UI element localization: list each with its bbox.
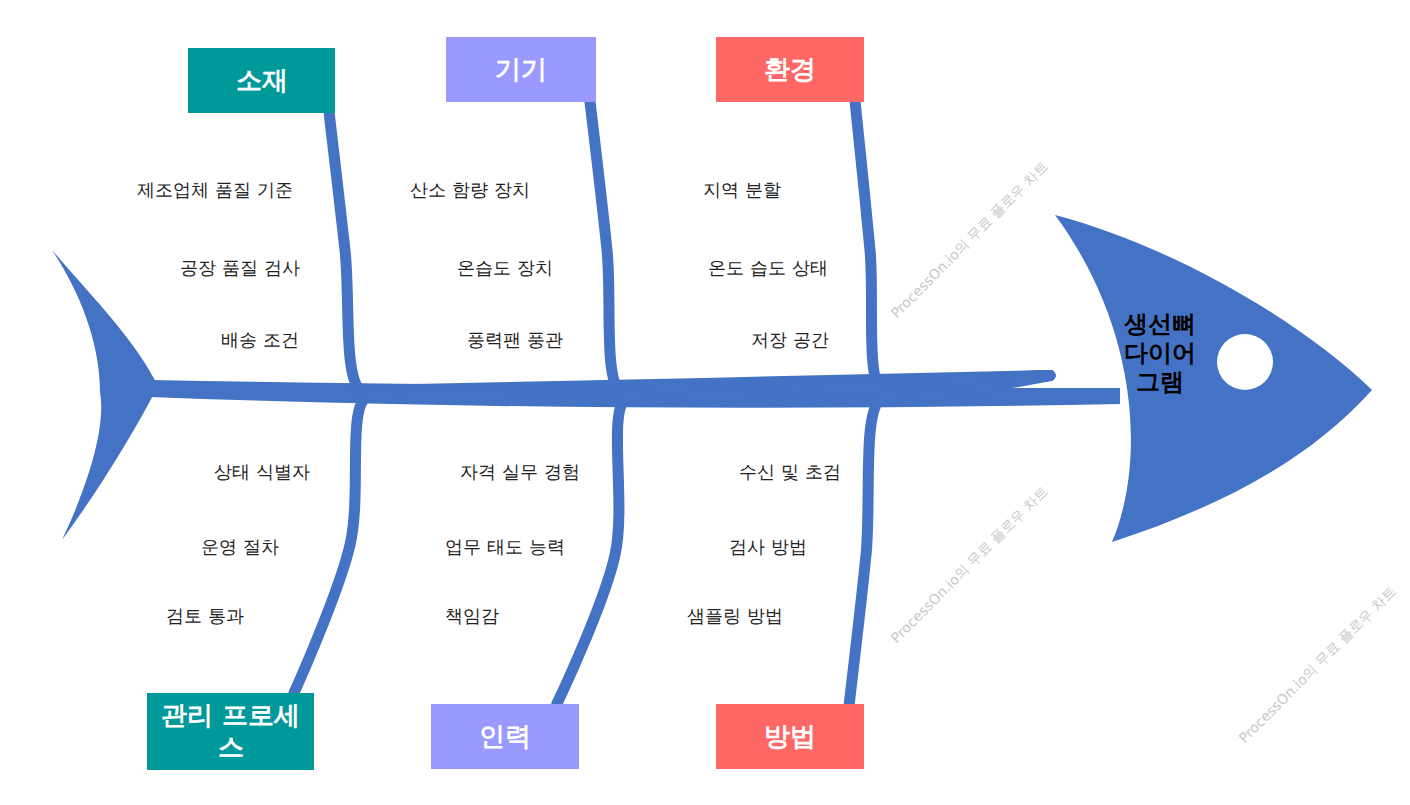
cause-label: 제조업체 품질 기준 [128, 179, 303, 201]
category-name: 환경 [764, 54, 816, 85]
cause-label: 온습도 장치 [457, 257, 553, 279]
watermark: ProcessOn.io의 무료 플로우 차트 [888, 158, 1053, 323]
fish-bone [294, 376, 1050, 694]
fish-bone [849, 376, 1050, 705]
fish-eye [1217, 334, 1273, 390]
cause-label: 풍력팬 풍관 [467, 329, 563, 351]
cause-label: 검사 방법 [729, 536, 807, 558]
cause-label: 책임감 [445, 605, 499, 627]
cause-label: 배송 조건 [221, 329, 299, 351]
cause-label: 온도 습도 상태 [708, 257, 827, 279]
category-name: 인력 [479, 721, 531, 752]
category-box: 환경 [716, 37, 864, 102]
fish-bone [590, 102, 1050, 395]
cause-label: 저장 공간 [751, 329, 829, 351]
fish-bone [557, 376, 1050, 705]
category-box: 기기 [446, 37, 596, 102]
cause-label: 업무 태도 능력 [445, 536, 564, 558]
fish-tail [52, 250, 158, 540]
fish-head-outline [1050, 210, 1375, 545]
cause-label: 검토 통과 [166, 605, 244, 627]
cause-label: 지역 분할 [703, 179, 781, 201]
category-name: 소재 [236, 65, 288, 96]
category-name: 관리 프로세스 [155, 700, 306, 762]
watermark: ProcessOn.io의 무료 플로우 차트 [888, 483, 1053, 648]
watermark: ProcessOn.io의 무료 플로우 차트 [1236, 583, 1401, 748]
cause-label: 수신 및 초검 [739, 461, 840, 483]
cause-label: 산소 함량 장치 [410, 179, 529, 201]
cause-label: 자격 실무 경험 [460, 461, 579, 483]
category-box: 관리 프로세스 [147, 693, 314, 770]
category-box: 방법 [716, 704, 864, 769]
cause-label: 샘플링 방법 [687, 605, 783, 627]
cause-label: 공장 품질 검사 [180, 257, 299, 279]
category-box: 인력 [431, 704, 579, 769]
diagram-title: 생선뼈 다이어그램 [1122, 310, 1199, 396]
category-name: 기기 [495, 54, 547, 85]
category-name: 방법 [764, 721, 816, 752]
cause-label: 운영 절차 [201, 536, 279, 558]
category-box: 소재 [188, 48, 335, 113]
fish-head-shape [1055, 215, 1372, 542]
fish-head: 생선뼈 다이어그램 [1050, 210, 1375, 545]
fish-bone [329, 113, 1050, 393]
cause-label: 상태 식별자 [214, 461, 310, 483]
